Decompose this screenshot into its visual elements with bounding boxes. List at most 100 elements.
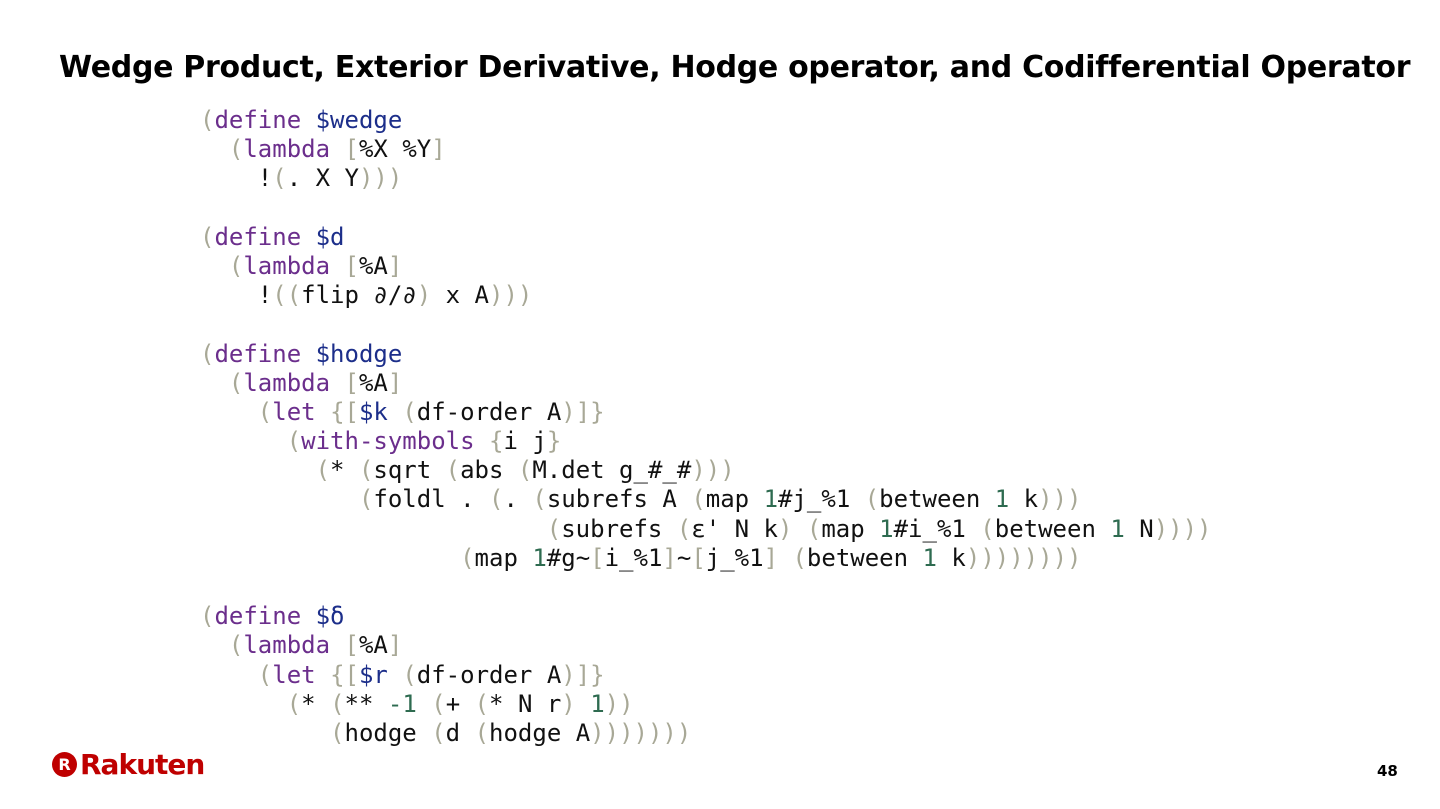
code-line: (* (** -1 (+ (* N r) 1)) [200,690,1212,719]
code-token: {[ [330,660,359,689]
code-token: ) [416,281,432,310]
code-token: $δ [315,602,345,631]
code-token: k [1009,485,1039,514]
code-line: (define $hodge [200,340,1212,369]
code-line: (map 1#g~[i_%1]~[j_%1] (between 1 k)))))… [200,544,1212,573]
code-token [200,515,547,543]
code-token: #i_%1 [893,514,981,543]
code-line [200,194,1212,223]
code-token: subrefs A [546,485,692,514]
code-token: ( [228,135,244,164]
code-token: df-order A [416,660,562,689]
code-token: ))) [358,164,403,193]
code-token: foldl . [373,485,489,514]
code-token: )))))))) [965,543,1082,572]
code-token: ( [402,660,417,689]
code-token: hodge [344,718,432,747]
code-token: ))) [489,281,533,310]
code-line [200,573,1212,602]
code-token: * [330,456,359,485]
code-line: (let {[$k (df-order A)]} [200,398,1212,427]
code-line: (define $wedge [200,106,1212,135]
code-token: )]} [561,660,605,689]
code-line: !(. X Y))) [200,164,1212,193]
code-token [475,427,489,455]
code-token [301,106,315,134]
code-token: ( [431,718,446,747]
code-token: $d [315,222,345,251]
code-token [330,135,344,163]
code-token: ( [330,689,345,718]
code-token: * N r [489,689,562,718]
code-line: (define $d [200,223,1212,252]
code-token [200,135,229,163]
code-token: ( [286,427,302,456]
code-line: (subrefs (ε' N k) (map 1#i_%1 (between 1… [200,515,1212,544]
rakuten-logo-text: Rakuten [80,748,205,781]
code-token: let [272,397,316,426]
code-line: (hodge (d (hodge A))))))) [200,719,1212,748]
code-token: ( [489,485,504,514]
code-token: ( [228,368,244,397]
rakuten-logo: R Rakuten [52,748,205,781]
code-token: %A [358,631,388,660]
code-token: * [301,689,331,718]
code-token: map [821,514,880,543]
code-token: + [445,689,475,718]
code-token: ] [662,543,677,572]
code-line: (lambda [%A] [200,252,1212,281]
code-token: )]} [561,397,605,426]
code-token: sqrt [373,456,446,485]
code-token: 1 [1110,514,1125,543]
code-token: ! [200,164,273,193]
code-token: ! [200,281,273,310]
code-token: ** [344,689,388,718]
code-token [301,223,315,251]
code-token: (( [272,281,302,310]
code-token: . [503,485,533,514]
code-token [576,690,590,718]
code-token [330,369,344,397]
code-line: (lambda [%A] [200,369,1212,398]
code-token [200,456,316,484]
code-token: x A [431,281,489,310]
code-line: (lambda [%X %Y] [200,135,1212,164]
code-token: #j_%1 [778,485,865,514]
code-token: map [474,543,533,572]
code-token: ( [228,631,244,660]
code-token: $wedge [315,106,403,134]
code-line: (lambda [%A] [200,631,1212,660]
code-token: $k [358,397,388,426]
code-token [330,252,344,280]
code-token: with-symbols [301,427,475,456]
code-token: ] [763,543,779,572]
code-token: abs [460,456,518,485]
code-token: define [214,602,302,631]
code-line [200,310,1212,339]
code-token: between [994,514,1111,543]
code-token: %X %Y [358,135,432,164]
code-token: between [806,543,923,572]
code-token: 1 [763,485,779,514]
code-token: ( [792,543,807,572]
rakuten-logo-mark: R [52,752,77,777]
code-token [200,690,287,718]
code-token: ( [315,456,331,485]
code-token [200,485,359,513]
code-token: ))) [1038,485,1082,514]
code-token: ] [431,135,446,164]
code-token: k [936,543,966,572]
code-line: (* (sqrt (abs (M.det g_#_#))) [200,456,1212,485]
code-token: [ [691,543,706,572]
code-token: M.det g_#_# [532,456,692,485]
code-token: ( [200,106,215,134]
code-token: $r [358,660,388,689]
code-token: lambda [243,368,331,397]
page-number: 48 [1377,762,1398,780]
code-token [200,661,258,689]
code-token: ( [330,718,345,747]
code-token [388,398,402,426]
code-token [792,515,806,543]
code-token: j_%1 [705,543,764,572]
code-token: ) [777,514,793,543]
